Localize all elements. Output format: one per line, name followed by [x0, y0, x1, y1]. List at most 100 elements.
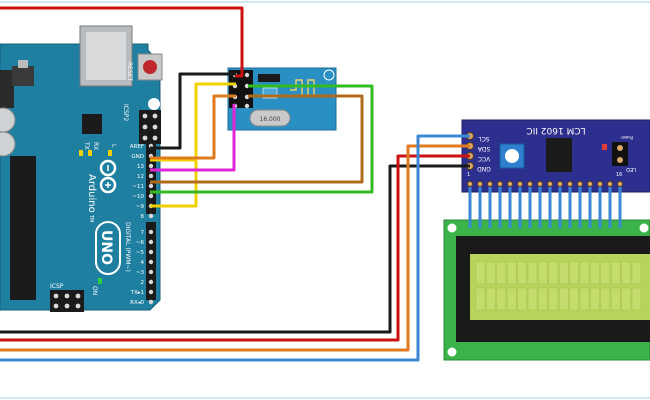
icsp-header	[50, 290, 84, 312]
lcd-cell	[475, 287, 486, 311]
lcd-cell	[558, 261, 569, 285]
lcd-cell	[538, 287, 548, 311]
pin-label: ~10	[132, 194, 144, 200]
rf-crystal	[249, 109, 291, 127]
backpack-pin-leg	[478, 182, 482, 228]
pin-label: 8	[141, 214, 145, 220]
lcd-character-grid	[475, 261, 642, 311]
usb-chip	[82, 114, 102, 134]
pin-label: ~3	[136, 270, 145, 276]
lcd-hole-tl	[447, 223, 457, 233]
lcd-cell	[486, 287, 496, 311]
header-pin	[148, 213, 154, 219]
pin-label: 7	[141, 230, 145, 236]
pin-label: ~6	[136, 240, 145, 246]
on-label: ON	[91, 286, 98, 295]
backpack-pin-leg	[568, 182, 572, 228]
backpack-pin-leg	[578, 182, 582, 228]
pin-label: 13	[137, 164, 144, 170]
lcd-cell	[517, 287, 527, 311]
lcd-cell	[548, 261, 559, 285]
lcd-cell	[506, 287, 517, 311]
model-label: UNO	[98, 230, 114, 265]
mounting-hole-top	[148, 98, 160, 110]
backpack-pin	[536, 180, 544, 188]
icsp2-label: ICSP2	[122, 104, 129, 121]
tm-label: TM	[88, 214, 94, 222]
lcd-cell	[475, 261, 486, 285]
wire-red-rf-vcc	[0, 6, 244, 78]
i2c-backpack: SCL SDA VCC GND LCM 1602 IIC Power LED 1…	[461, 119, 650, 228]
header-pin	[148, 249, 154, 255]
backpack-pin	[546, 180, 554, 188]
lcd-cell	[569, 287, 579, 311]
led-label: LED	[626, 166, 636, 172]
lcd-cell	[631, 261, 642, 285]
backpack-pin	[466, 180, 474, 188]
power-label: Power	[621, 135, 633, 140]
lcd-cell	[569, 261, 579, 285]
backpack-pin	[476, 180, 484, 188]
tx-led	[79, 150, 83, 156]
pin-sda-label: SDA	[477, 145, 490, 152]
backpack-pin-leg	[528, 182, 532, 228]
icsp2-header	[139, 110, 161, 144]
backpack-pin-leg	[488, 182, 492, 228]
lcd-cell	[621, 287, 631, 311]
rf-header-2	[241, 70, 253, 108]
header-pin	[148, 163, 154, 169]
voltage-regulator	[12, 66, 34, 86]
header-pin	[148, 183, 154, 189]
rf-module: 16.000	[227, 67, 337, 131]
power-led	[602, 144, 607, 150]
rf-chip	[258, 74, 280, 82]
backpack-pin	[616, 180, 624, 188]
uno-badge	[95, 221, 121, 275]
icsp-label: ICSP	[50, 283, 64, 290]
header-pin	[148, 279, 154, 285]
lcd-cell	[600, 261, 611, 285]
backpack-pin-leg	[588, 182, 592, 228]
backpack-pin	[586, 180, 594, 188]
l-led	[108, 150, 112, 156]
header-pin	[148, 229, 154, 235]
backpack-pin-leg	[538, 182, 542, 228]
header-pin	[148, 269, 154, 275]
backpack-pin-leg	[498, 182, 502, 228]
on-led	[98, 278, 102, 284]
reset-button-cap	[143, 60, 157, 74]
pin-label: 2	[141, 280, 145, 286]
atmega-chip	[10, 156, 36, 300]
lcd-hole-tr	[639, 223, 649, 233]
backpack-pin-leg	[548, 182, 552, 228]
pin-label: ~11	[132, 184, 144, 190]
lcd-cell	[527, 287, 538, 311]
wires	[0, 6, 470, 362]
pin-label: RX◂0	[130, 300, 144, 306]
backpack-pin	[556, 180, 564, 188]
lcd-display	[443, 219, 650, 361]
backpack-pin-leg	[468, 182, 472, 228]
lcd-cell	[610, 261, 621, 285]
lcd-cell	[631, 287, 642, 311]
header-upper	[146, 144, 156, 214]
lcd-cell	[527, 261, 538, 285]
pin-number-16: 16	[616, 172, 622, 178]
lcd-cell	[610, 287, 621, 311]
arduino-logo	[99, 159, 117, 194]
led-jumper	[612, 142, 628, 166]
wire-yellow-rf	[194, 82, 236, 160]
lcd-cell	[621, 261, 631, 285]
pin-label: TX▸1	[130, 290, 144, 296]
backpack-pin	[606, 180, 614, 188]
backpack-pin-leg	[618, 182, 622, 228]
tx-label: TX	[83, 141, 90, 150]
header-pin	[148, 299, 154, 305]
pcf8574-chip	[546, 138, 572, 172]
usb-connector-inner	[86, 32, 126, 80]
arduino-uno-board: RESET ICSP2 TX RX L Arduino TM	[0, 25, 163, 312]
lcd-cell	[590, 261, 600, 285]
lcd-cell	[486, 261, 496, 285]
